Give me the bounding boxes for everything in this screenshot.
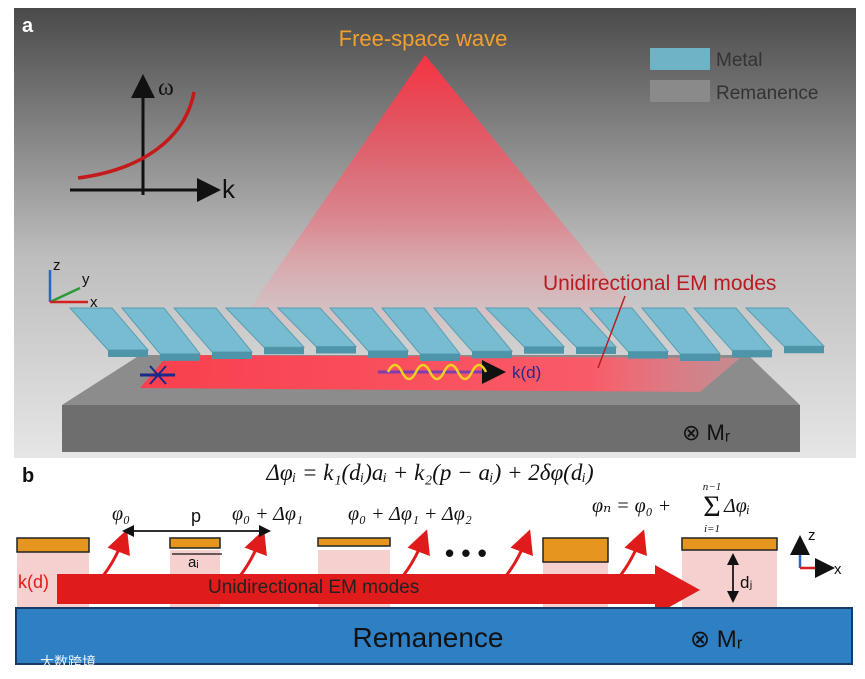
unidirectional-mode-arrow — [57, 565, 700, 615]
sum-lower: i=1 — [704, 523, 720, 535]
phin-equation: φₙ = φ₀ + — [592, 495, 671, 517]
field-block — [682, 550, 777, 608]
metal-strips — [68, 307, 826, 361]
unidirectional-pointer — [597, 295, 626, 369]
sum-upper: n−1 — [703, 481, 721, 493]
mr-label-a: ⊗ Mᵣ — [682, 420, 730, 445]
metal-strip-edge — [472, 351, 512, 359]
mr-label-b: ⊗ Mᵣ — [690, 626, 743, 653]
panel-a-label: a — [22, 15, 34, 37]
sum-term: Δφᵢ — [723, 495, 750, 517]
p-label: p — [191, 506, 201, 526]
metal-strip-edge — [160, 353, 200, 361]
legend-remanence-label: Remanence — [716, 83, 818, 104]
ellipsis-dots: • • • — [445, 538, 487, 568]
k-d-label: k(d) — [512, 363, 541, 382]
metal-strip-edge — [680, 353, 720, 361]
a-i-label: aᵢ — [188, 554, 199, 571]
unidirectional-label-b: Unidirectional EM modes — [208, 577, 419, 598]
metal-strip-edge — [420, 353, 460, 361]
axis-x-label: x — [90, 294, 98, 311]
free-space-wave-label: Free-space wave — [339, 26, 508, 51]
em-wave — [386, 363, 488, 381]
metal-strip-edge — [316, 346, 356, 354]
panel-b: b Δφᵢ = k₁(dᵢ)aᵢ + k₂(p − aᵢ) + 2δφ(dᵢ) … — [15, 460, 853, 665]
legend-remanence-swatch — [650, 80, 710, 102]
metal-bar — [681, 537, 778, 551]
axis-z-label: z — [53, 257, 61, 274]
legend-metal-label: Metal — [716, 50, 762, 71]
remanence-slab-front — [62, 405, 800, 452]
backward-block-mark-2 — [149, 365, 167, 385]
axis-x-label-b: x — [834, 561, 842, 578]
dispersion-omega-label: ω — [158, 75, 174, 101]
main-equation: Δφᵢ = k₁(dᵢ)aᵢ + k₂(p − aᵢ) + 2δφ(dᵢ) — [265, 460, 593, 485]
panel-b-label: b — [22, 465, 34, 487]
metal-bar — [317, 537, 391, 547]
metal-bar — [542, 537, 609, 563]
metal-strip-edge — [212, 352, 252, 360]
axis-y-label: y — [82, 271, 90, 288]
metal-strip-edge — [108, 350, 148, 357]
free-space-wave-cone — [235, 55, 650, 330]
metal-bar — [16, 537, 90, 553]
dj-label: dⱼ — [740, 573, 752, 592]
metal-strip-edge — [264, 347, 304, 355]
remanence-label-b: Remanence — [353, 622, 504, 653]
metal-bars — [16, 537, 778, 563]
axis-y-line — [49, 286, 81, 304]
dispersion-curve — [77, 91, 196, 180]
metal-strip-edge — [524, 346, 564, 354]
sum-sign: Σ — [703, 490, 720, 523]
metal-bar — [169, 537, 221, 549]
watermark: 大数跨境 — [40, 654, 96, 670]
legend-metal-swatch — [650, 48, 710, 70]
axis-z-label-b: z — [808, 527, 816, 544]
dispersion-k-label: k — [222, 174, 236, 204]
metal-strip-edge — [732, 350, 772, 358]
metal-strip-edge — [368, 350, 408, 358]
remanence-substrate — [15, 607, 853, 665]
phi0-label: φ₀ — [112, 503, 130, 525]
k-d-label-b: k(d) — [18, 572, 49, 592]
unidirectional-label-a: Unidirectional EM modes — [543, 272, 776, 295]
panel-a: a Free-space wave Metal Remanence ω k z … — [14, 8, 856, 458]
phi0-dphi1-label: φ₀ + Δφ₁ — [232, 503, 303, 525]
metal-strip-edge — [628, 351, 668, 359]
metal-strip-edge — [576, 346, 616, 354]
phi0-dphi1-dphi2-label: φ₀ + Δφ₁ + Δφ₂ — [348, 503, 472, 525]
metal-strip-edge — [784, 346, 824, 354]
